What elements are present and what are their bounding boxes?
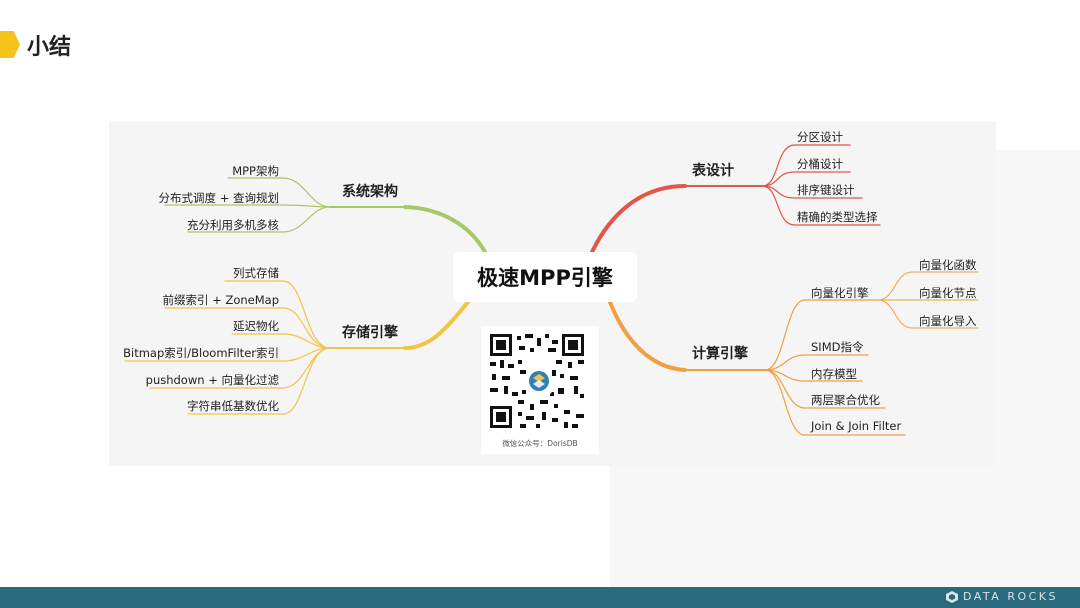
leaf-table-1: 分区设计 [797,130,843,144]
footer-brand: DATA ROCKS [945,590,1058,603]
leaf-vector-2: 向量化节点 [919,286,977,300]
leaf-arch-3: 充分利用多机多核 [187,218,279,232]
qr-card: 微信公众号：DorisDB [481,326,599,454]
connector-compute [608,300,687,372]
leaf-vector-3: 向量化导入 [919,314,977,328]
leaf-compute-1: SIMD指令 [811,340,864,354]
branch-table: 表设计 [692,163,734,179]
leaf-table-3: 排序键设计 [797,183,855,197]
leaf-storage-3: 延迟物化 [233,319,279,333]
leaf-storage-6: 字符串低基数优化 [187,399,279,413]
connector-storage [403,300,470,350]
branch-compute: 计算引擎 [692,346,748,362]
leaf-storage-2: 前缀索引 + ZoneMap [162,293,280,307]
leaf-storage-5: pushdown + 向量化过滤 [145,373,279,387]
leaf-storage-1: 列式存储 [233,266,279,280]
qr-caption: 微信公众号：DorisDB [502,439,578,448]
footer-bar: DATA ROCKS [0,587,1080,608]
branch-arch: 系统架构 [342,184,398,200]
mindmap-center: 极速MPP引擎 [453,252,637,302]
qr-code-icon [490,334,590,429]
leaf-storage-4: Bitmap索引/BloomFilter索引 [123,346,279,360]
connector-arch [403,205,487,254]
leaf-arch-2: 分布式调度 + 查询规划 [158,191,279,205]
connector-table [590,184,687,254]
page-title: 小结 [27,35,72,60]
brand-logo-icon [945,590,958,603]
leaf-compute-3: 两层聚合优化 [811,393,880,407]
leaf-compute-4: Join & Join Filter [811,419,902,433]
leaf-compute-vector: 向量化引擎 [811,286,869,300]
branch-storage: 存储引擎 [342,325,398,341]
title-marker [0,31,20,58]
leaf-arch-1: MPP架构 [232,164,279,178]
leaf-compute-2: 内存模型 [811,367,857,381]
leaf-table-4: 精确的类型选择 [797,210,878,224]
footer-brand-text: DATA ROCKS [962,590,1058,603]
leaf-table-2: 分桶设计 [797,157,843,171]
leaf-vector-1: 向量化函数 [919,258,977,272]
